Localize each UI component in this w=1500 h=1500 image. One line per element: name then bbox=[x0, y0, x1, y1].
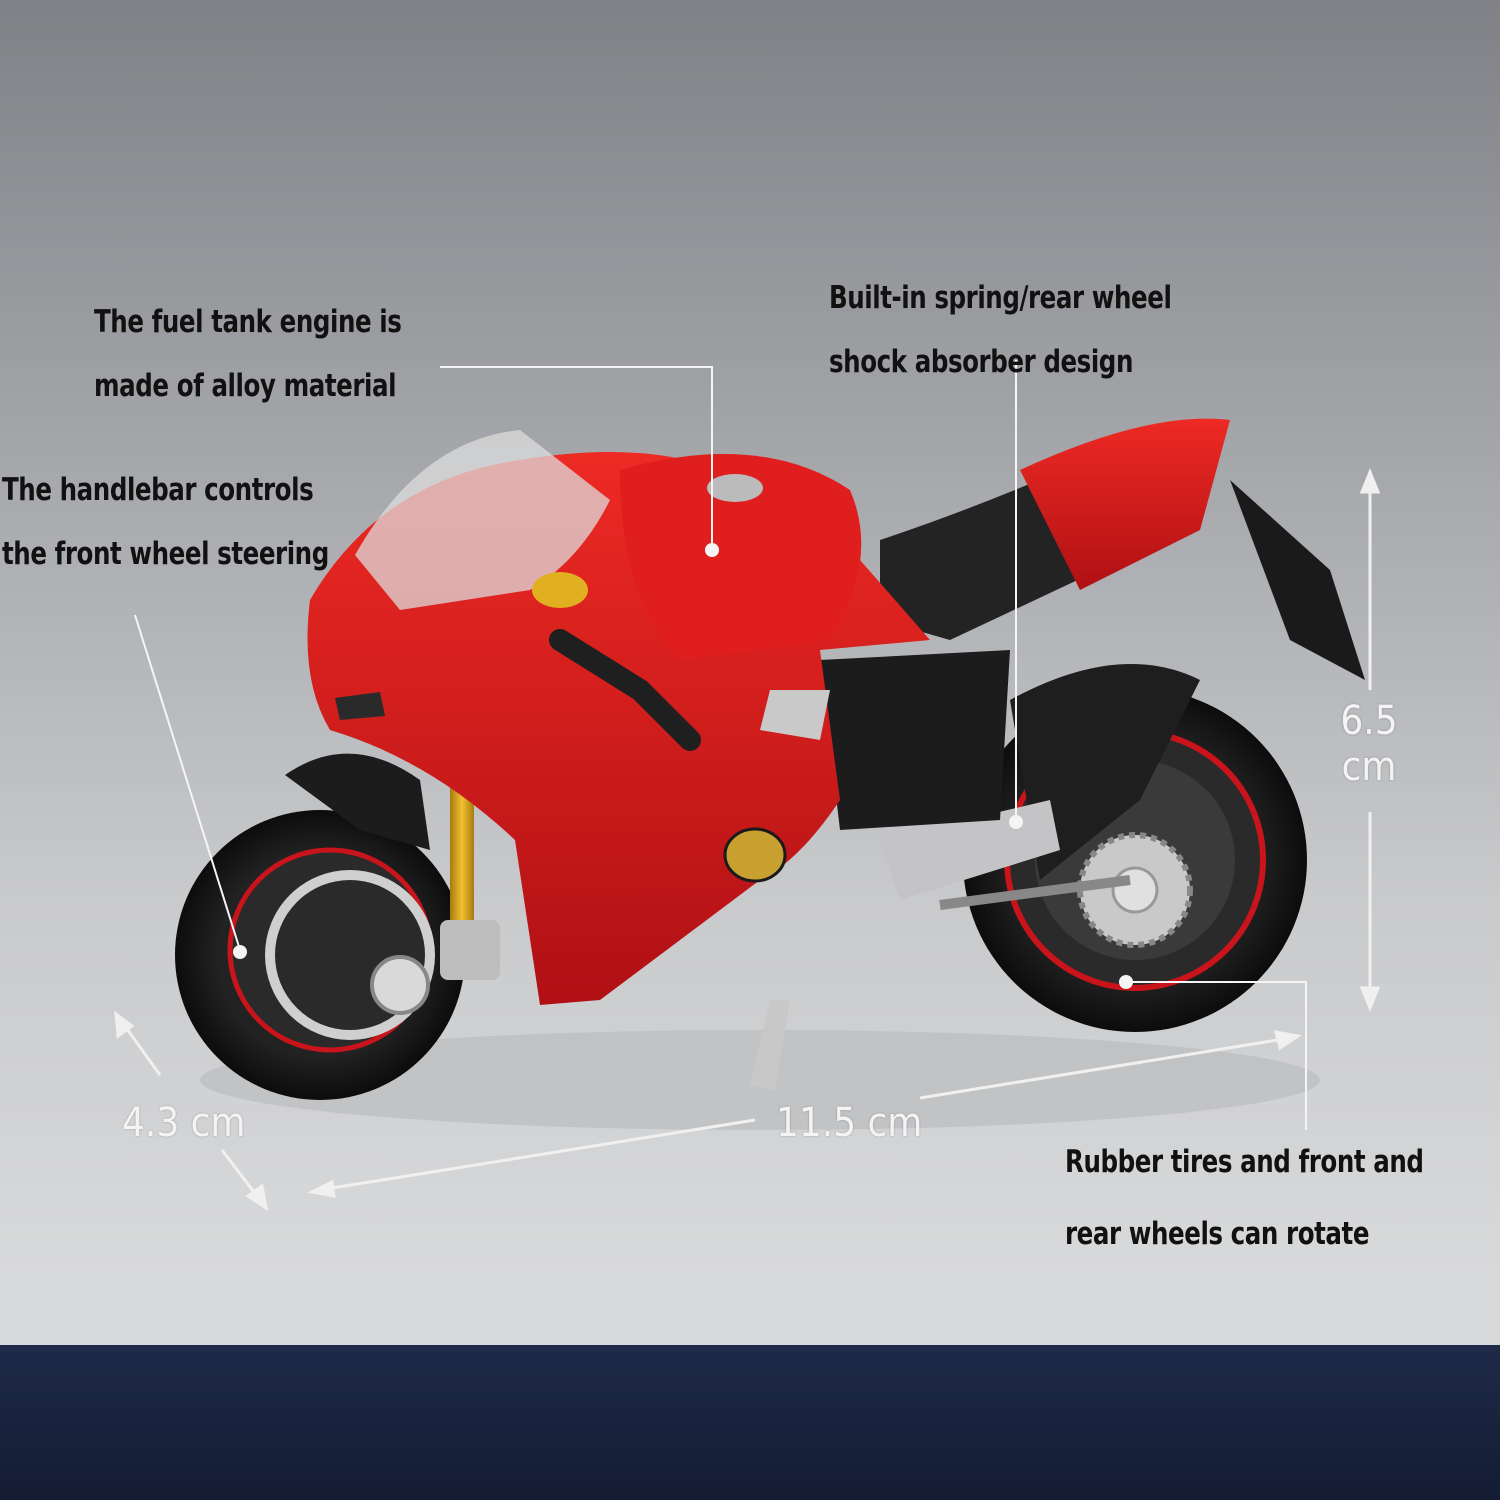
callout-spring: Built-in spring/rear wheel shock absorbe… bbox=[829, 266, 1172, 394]
callout-tires-line-2: rear wheels can rotate bbox=[1065, 1216, 1370, 1252]
callout-spring-line-2: shock absorber design bbox=[829, 344, 1133, 380]
dimension-arrows bbox=[114, 467, 1381, 1212]
callout-fuel-tank-line-1: The fuel tank engine is bbox=[94, 304, 402, 340]
callout-fuel-tank: The fuel tank engine is made of alloy ma… bbox=[94, 290, 402, 418]
tail-fairing bbox=[1020, 418, 1230, 590]
callout-spring-line-1: Built-in spring/rear wheel bbox=[829, 280, 1172, 316]
height-unit: cm bbox=[1341, 744, 1397, 790]
bottom-band bbox=[0, 1345, 1500, 1500]
fuel-tank bbox=[620, 454, 862, 660]
height-value: 6.5 bbox=[1340, 698, 1398, 744]
kickstand bbox=[750, 1000, 790, 1090]
engine-cover-emblem bbox=[723, 827, 787, 883]
license-bracket bbox=[1230, 480, 1365, 680]
headlight bbox=[532, 572, 588, 608]
callout-fuel-tank-line-2: made of alloy material bbox=[94, 368, 397, 404]
callout-tires: Rubber tires and front and rear wheels c… bbox=[1065, 1126, 1424, 1270]
length-dimension: 11.5 cm bbox=[776, 1100, 923, 1146]
air-intake bbox=[335, 692, 385, 720]
fuel-cap bbox=[707, 474, 763, 502]
width-dimension: 4.3 cm bbox=[122, 1100, 246, 1146]
handlebar bbox=[549, 629, 701, 751]
callout-tires-line-1: Rubber tires and front and bbox=[1065, 1144, 1424, 1180]
brake-caliper bbox=[440, 920, 500, 980]
windscreen bbox=[355, 430, 610, 610]
height-dimension: 6.5 cm bbox=[1338, 698, 1400, 790]
leader-dots bbox=[233, 543, 1133, 989]
engine-frame bbox=[820, 650, 1010, 830]
front-wheel bbox=[175, 810, 465, 1100]
leader-lines bbox=[134, 360, 1307, 1130]
callout-handlebar-line-1: The handlebar controls bbox=[2, 472, 314, 508]
front-fender bbox=[285, 753, 430, 850]
callout-handlebar-line-2: the front wheel steering bbox=[2, 536, 329, 572]
chain bbox=[939, 875, 1131, 910]
rear-hugger bbox=[1010, 664, 1200, 880]
callout-handlebar: The handlebar controls the front wheel s… bbox=[2, 458, 329, 586]
side-panel-silver bbox=[760, 690, 830, 740]
